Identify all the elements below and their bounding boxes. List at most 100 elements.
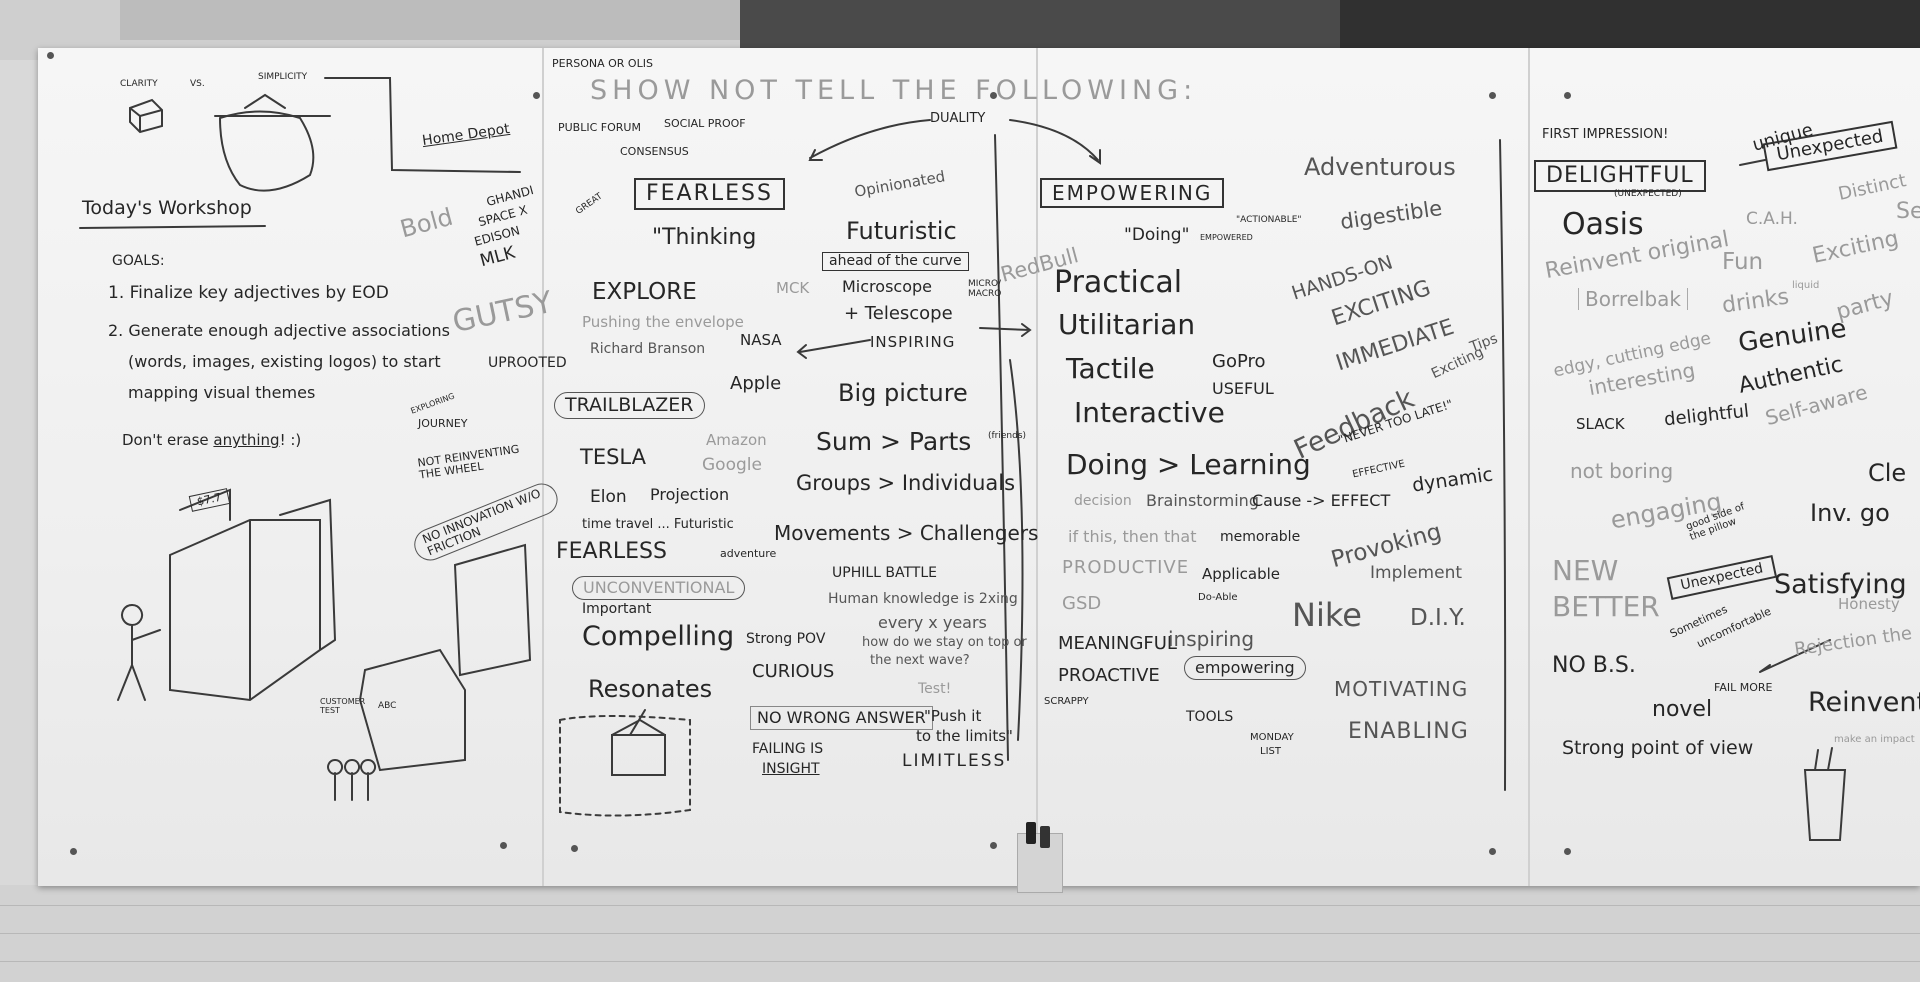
unconventional-word: UNCONVENTIONAL	[572, 576, 746, 600]
movements-challengers: Movements > Challengers	[774, 521, 1039, 545]
strong-pov-word: Strong POV	[746, 631, 826, 647]
dont-erase-prefix: Don't erase	[122, 431, 214, 449]
tactile-word: Tactile	[1066, 352, 1155, 385]
new-word: NEW	[1552, 554, 1619, 587]
ceiling-panel	[1340, 0, 1920, 52]
board-seam	[1036, 48, 1038, 886]
customer-test-label: CUSTOMER TEST	[320, 697, 366, 715]
mck-word: MCK	[776, 279, 810, 297]
interactive-word: Interactive	[1074, 396, 1225, 429]
resonates-word: Resonates	[588, 675, 713, 703]
board-bolt	[70, 848, 77, 855]
brick-wall	[0, 885, 1920, 982]
next-wave: the next wave?	[870, 653, 970, 668]
strong-point-of-view: Strong point of view	[1562, 737, 1754, 759]
board-seam	[1528, 48, 1530, 886]
first-impression-label: FIRST IMPRESSION!	[1542, 127, 1669, 142]
marker[interactable]	[1040, 826, 1050, 848]
cause-effect: Cause -> EFFECT	[1252, 491, 1391, 510]
persona-label: PERSONA OR OLIS	[552, 57, 653, 70]
push-it: "Push it	[924, 707, 982, 725]
board-bolt	[1489, 848, 1496, 855]
projection-word: Projection	[650, 485, 730, 504]
ceiling-panel	[120, 0, 740, 40]
decision-word: decision	[1074, 493, 1132, 509]
insight-word: INSIGHT	[762, 761, 820, 777]
clarity-label: CLARITY	[120, 79, 158, 89]
empowered-label: EMPOWERED	[1200, 233, 1253, 242]
gsd-word: GSD	[1062, 593, 1102, 614]
dont-erase-note: Don't erase anything! :)	[122, 432, 301, 449]
gopro-word: GoPro	[1212, 351, 1266, 372]
to-the-limits: to the limits"	[916, 727, 1013, 745]
marker-holder	[1017, 822, 1063, 893]
apple-word: Apple	[730, 373, 782, 394]
board-bolt	[571, 845, 578, 852]
motivating-word: MOTIVATING	[1334, 677, 1469, 701]
diy-word: D.I.Y.	[1410, 605, 1466, 631]
satisfying-word: Satisfying	[1774, 569, 1907, 600]
sum-parts: Sum > Parts	[816, 427, 972, 456]
board-bolt	[990, 92, 997, 99]
cah-word: C.A.H.	[1746, 209, 1798, 229]
simplicity-label: SIMPLICITY	[258, 72, 308, 82]
abc-label: ABC	[378, 701, 397, 711]
consensus-label: CONSENSUS	[620, 145, 689, 158]
borrelbak-word: Borrelbak	[1578, 288, 1689, 310]
brick-line	[0, 961, 1920, 962]
inspiring-word: INSPIRING	[870, 333, 956, 351]
test-word: Test!	[918, 681, 952, 697]
social-proof-label: SOCIAL PROOF	[664, 117, 746, 130]
applicable-word: Applicable	[1202, 565, 1280, 583]
adventurous-word: Adventurous	[1304, 153, 1456, 181]
big-picture-word: Big picture	[838, 379, 968, 407]
if-this-then-that: if this, then that	[1068, 527, 1197, 546]
marker[interactable]	[1026, 822, 1036, 844]
vs-label: VS.	[190, 79, 205, 89]
uphill-battle: UPHILL BATTLE	[832, 565, 937, 581]
uprooted-word: UPROOTED	[488, 355, 567, 371]
journey-word: JOURNEY	[418, 417, 468, 430]
board-bolt	[990, 842, 997, 849]
adventure-word: adventure	[720, 547, 777, 560]
richard-branson: Richard Branson	[590, 341, 706, 357]
honesty-word: Honesty	[1838, 595, 1900, 613]
reinvented-word: Reinvente	[1808, 687, 1920, 718]
productive-word: PRODUCTIVE	[1062, 557, 1190, 578]
whiteboard	[38, 48, 1920, 886]
empowering-word-2: empowering	[1184, 656, 1306, 680]
fearless-box: FEARLESS	[634, 178, 785, 211]
empowering-box: EMPOWERING	[1040, 178, 1225, 208]
groups-individuals: Groups > Individuals	[796, 471, 1016, 495]
microscope-word: Microscope	[842, 277, 932, 296]
doing-learning: Doing > Learning	[1066, 448, 1311, 481]
board-bolt	[1564, 848, 1571, 855]
fun-word: Fun	[1722, 249, 1764, 275]
board-bolt	[533, 92, 540, 99]
scrappy-label: SCRAPPY	[1044, 696, 1089, 707]
not-boring-word: not boring	[1570, 459, 1674, 483]
public-forum-label: PUBLIC FORUM	[558, 121, 641, 134]
make-impact-note: make an impact	[1834, 734, 1915, 745]
important-word: Important	[582, 601, 652, 617]
proactive-word: PROACTIVE	[1058, 665, 1160, 686]
trailblazer-word: TRAILBLAZER	[554, 392, 705, 419]
actionable-label: "ACTIONABLE"	[1236, 215, 1302, 225]
duality-label: DUALITY	[930, 111, 986, 126]
explore-word: EXPLORE	[592, 279, 697, 305]
liquid-word: liquid	[1792, 280, 1820, 291]
banner-heading: SHOW NOT TELL THE FOLLOWING:	[590, 75, 1198, 106]
oasis-word: Oasis	[1562, 207, 1644, 242]
every-x-years: every x years	[878, 613, 987, 632]
ahead-of-curve: ahead of the curve	[822, 252, 969, 272]
novel-word: novel	[1652, 697, 1713, 722]
tesla-word: TESLA	[580, 445, 646, 469]
google-word: Google	[702, 455, 762, 475]
board-bolt	[47, 52, 54, 59]
dont-erase-word: anything	[213, 431, 280, 449]
doable-word: Do-Able	[1198, 592, 1238, 603]
board-bolt	[1489, 92, 1496, 99]
workshop-title: Today's Workshop	[82, 197, 252, 219]
doing-word: "Doing"	[1124, 225, 1190, 245]
